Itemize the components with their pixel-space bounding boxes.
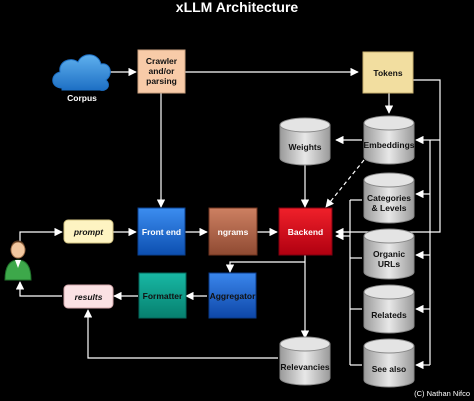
connectors [15,67,441,370]
arrow-user-prompt [19,227,63,244]
seealso-cylinder [363,346,415,388]
results-node: results [63,284,114,309]
crawler-label-1: Crawler [146,56,178,66]
diagram-title: xLLM Architecture [176,0,299,15]
tokens-label: Tokens [373,68,402,78]
backend-label: Backend [288,227,323,237]
prompt-node: prompt [63,219,114,244]
corpus-cloud: Corpus [52,54,111,103]
categories-label-2: & Levels [372,203,407,213]
corpus-label: Corpus [67,93,97,103]
aggregator-node: Aggregator [208,272,257,319]
seealso-store: See also [363,338,415,388]
embeddings-store: Embeddings [363,115,415,165]
crawler-box [137,49,186,94]
formatter-node: Formatter [138,272,187,319]
ngrams-box [208,207,258,256]
formatter-box [138,272,187,319]
tokens-node: Tokens [362,51,414,94]
aggregator-box [208,272,257,319]
relevancies-store: Relevancies [279,336,331,386]
arrow-backend-aggregator [225,261,305,273]
embeddings-cylinder [363,123,415,165]
categories-cylinder [363,180,415,224]
relateds-label: Relateds [371,310,407,320]
frontend-box [137,207,186,256]
formatter-label: Formatter [143,291,183,301]
organic-label-2: URLs [378,259,400,269]
relateds-store: Relateds [363,284,415,334]
embeddings-label: Embeddings [363,140,414,150]
crawler-label-2: and/or [149,66,176,76]
prompt-label: prompt [73,227,104,237]
backend-box [278,207,333,256]
frontend-node: Front end [137,207,186,256]
weights-label: Weights [289,142,322,152]
arrow-relevancies-results [83,309,278,359]
crawler-label-3: parsing [146,76,177,86]
cloud-icon [52,54,111,91]
arrow-results-user [15,281,62,297]
categories-store: Categories & Levels [363,172,415,224]
tokens-box [362,51,414,94]
user-icon [4,240,32,281]
aggregator-label: Aggregator [210,291,257,301]
relevancies-label: Relevancies [280,362,329,372]
results-label: results [75,292,103,302]
prompt-box [63,219,114,244]
categories-label-1: Categories [367,193,411,203]
weights-cylinder [279,125,331,166]
seealso-label: See also [372,364,407,374]
frontend-label: Front end [142,227,181,237]
arrow-embeddings-backend [325,159,365,208]
relevancies-cylinder [279,344,331,386]
ngrams-label: ngrams [218,227,249,237]
credit-text: (C) Nathan Nifco [414,389,470,398]
organic-store: Organic URLs [363,228,415,280]
crawler-node: Crawler and/or parsing [137,49,186,94]
ngrams-node: ngrams [208,207,258,256]
organic-cylinder [363,236,415,280]
organic-label-1: Organic [373,249,405,259]
relateds-cylinder [363,292,415,334]
backend-node: Backend [278,207,333,256]
results-box [63,284,114,309]
weights-store: Weights [279,117,331,166]
